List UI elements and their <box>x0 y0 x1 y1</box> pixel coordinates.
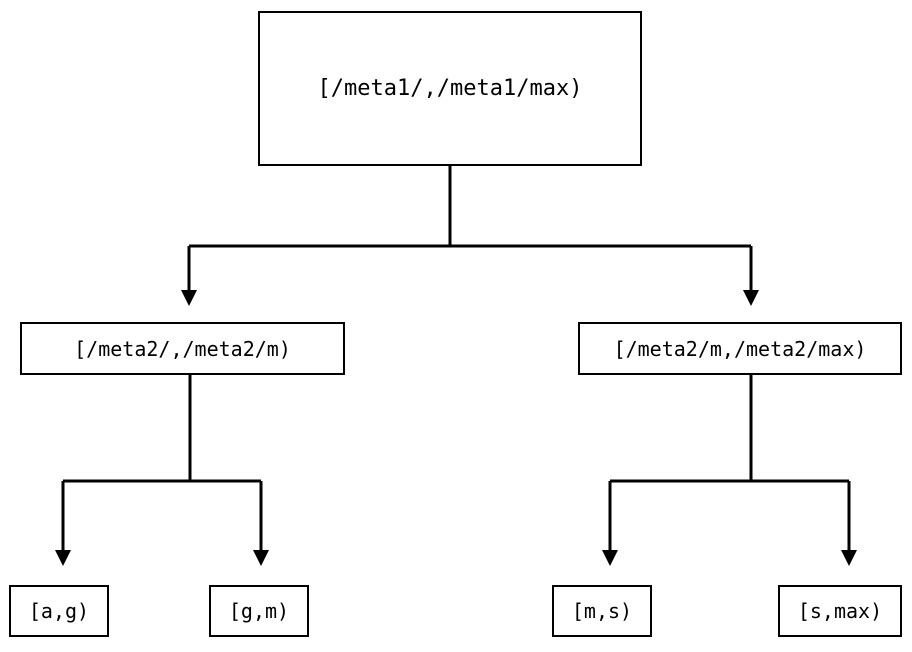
tree-node-leaf-g-m-label: [g,m) <box>228 599 290 623</box>
tree-node-meta2-upper[interactable]: [/meta2/m,/meta2/max) <box>578 322 902 375</box>
edge-meta2hi-to-leaves <box>602 375 857 566</box>
tree-node-leaf-a-g[interactable]: [a,g) <box>9 585 109 637</box>
arrowhead-icon-leaf-smax <box>841 550 857 566</box>
tree-node-meta2-lower[interactable]: [/meta2/,/meta2/m) <box>20 322 345 375</box>
arrowhead-icon-leaf-gm <box>253 550 269 566</box>
arrowhead-icon-root-left <box>181 290 197 306</box>
tree-node-leaf-m-s-label: [m,s) <box>571 599 633 623</box>
arrowhead-icon-leaf-ag <box>55 550 71 566</box>
arrowhead-icon-root-right <box>743 290 759 306</box>
edge-root-to-level1 <box>181 166 759 306</box>
tree-node-leaf-s-max[interactable]: [s,max) <box>778 585 902 637</box>
tree-node-leaf-m-s[interactable]: [m,s) <box>552 585 652 637</box>
tree-node-root[interactable]: [/meta1/,/meta1/max) <box>258 11 642 166</box>
edge-meta2lo-to-leaves <box>55 375 269 566</box>
arrowhead-icon-leaf-ms <box>602 550 618 566</box>
tree-node-leaf-a-g-label: [a,g) <box>28 599 90 623</box>
tree-node-leaf-s-max-label: [s,max) <box>797 599 883 623</box>
tree-node-leaf-g-m[interactable]: [g,m) <box>209 585 309 637</box>
tree-node-meta2-lower-label: [/meta2/,/meta2/m) <box>74 336 291 361</box>
tree-node-meta2-upper-label: [/meta2/m,/meta2/max) <box>613 336 867 361</box>
tree-node-root-label: [/meta1/,/meta1/max) <box>317 75 583 101</box>
